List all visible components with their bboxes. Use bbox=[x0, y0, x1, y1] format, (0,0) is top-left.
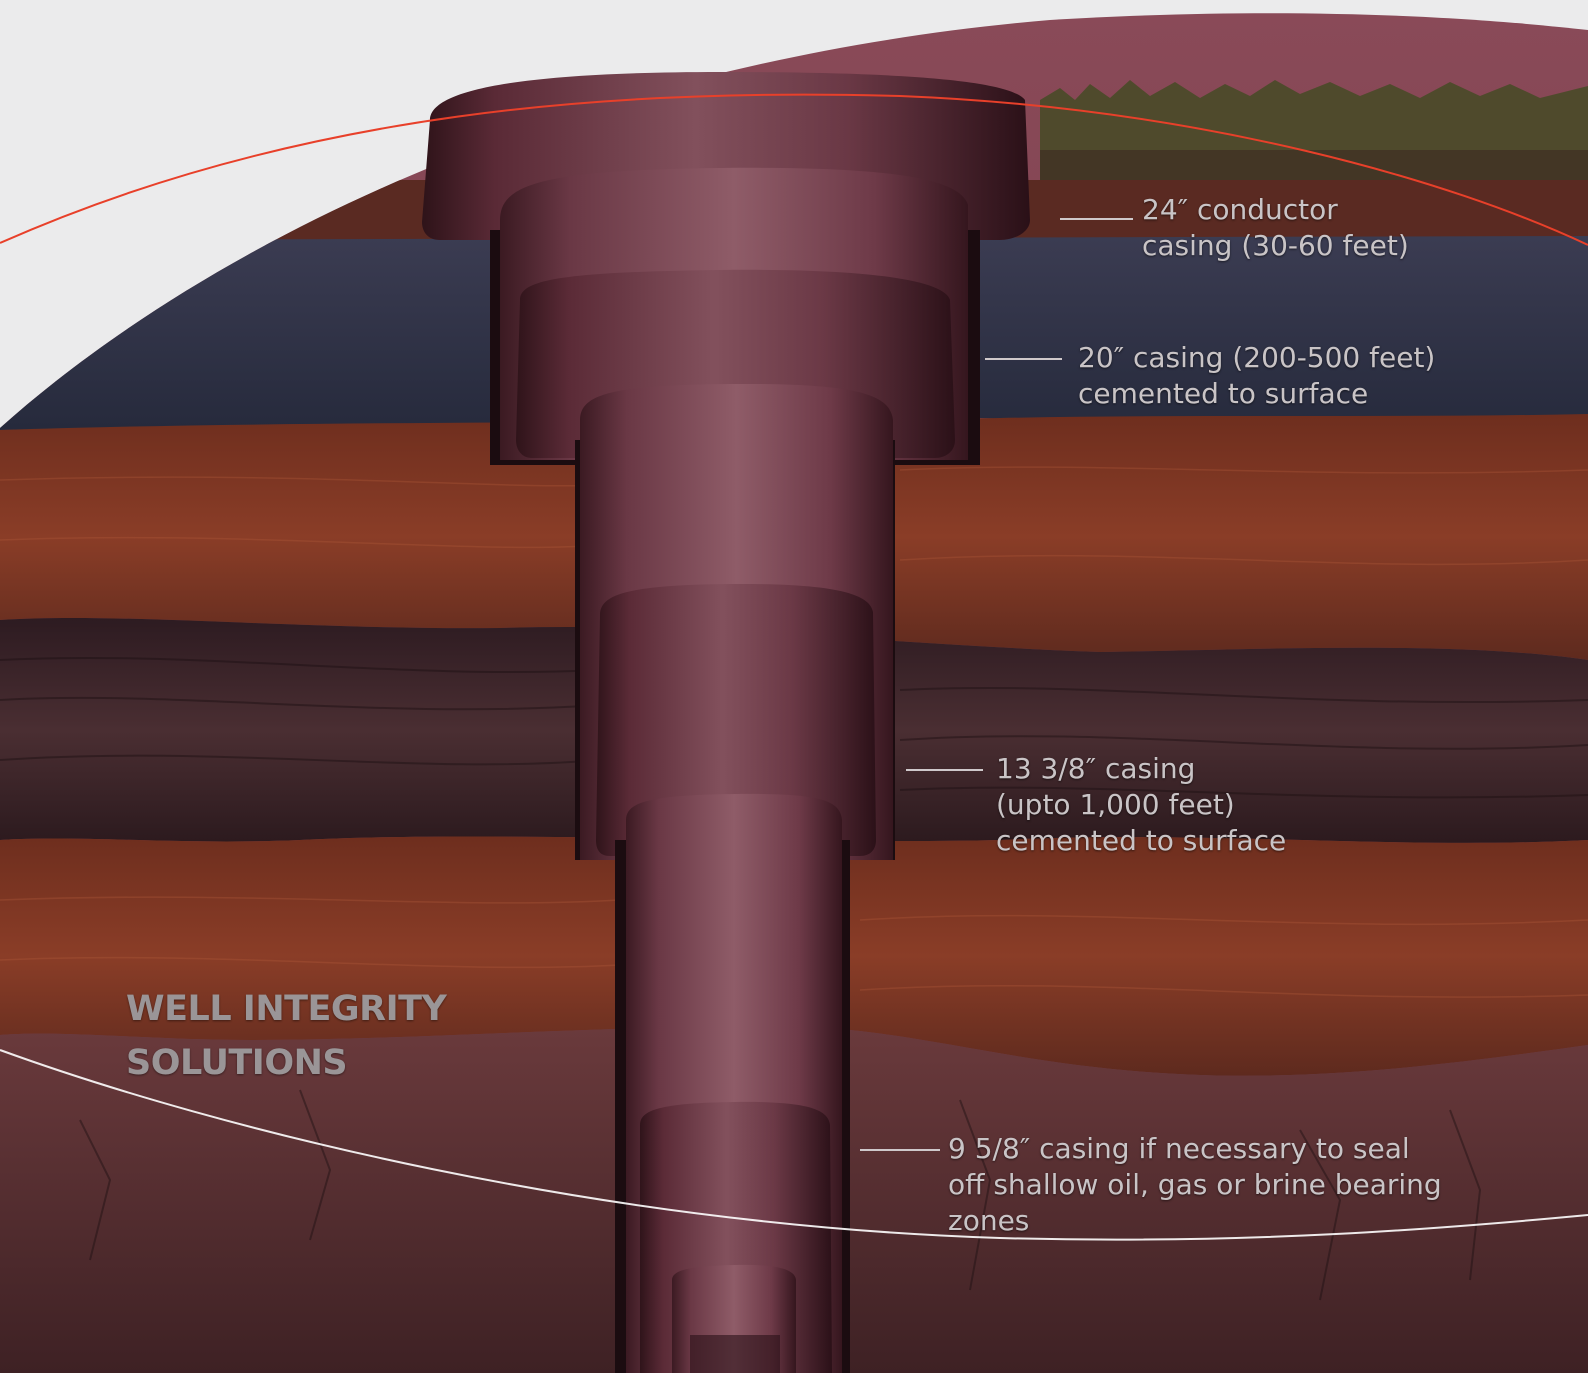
callout-casing-20: 20″ casing (200-500 feet) cemented to su… bbox=[1078, 340, 1435, 412]
accent-arc-white bbox=[0, 1049, 1588, 1241]
callout-conductor: 24″ conductor casing (30-60 feet) bbox=[1142, 192, 1409, 264]
callout-conductor-line-2: casing (30-60 feet) bbox=[1142, 229, 1409, 262]
callout-casing-9: 9 5/8″ casing if necessary to seal off s… bbox=[948, 1131, 1442, 1239]
callout-casing-20-line-1: 20″ casing (200-500 feet) bbox=[1078, 341, 1436, 374]
callout-casing-20-line-2: cemented to surface bbox=[1078, 377, 1369, 410]
casing-assembly bbox=[422, 72, 1030, 1373]
brand-title: WELL INTEGRITY SOLUTIONS bbox=[126, 982, 447, 1090]
callout-casing-13: 13 3/8″ casing (upto 1,000 feet) cemente… bbox=[996, 751, 1286, 859]
callout-casing-13-line-3: cemented to surface bbox=[996, 824, 1287, 857]
accent-arc-red bbox=[0, 93, 1588, 246]
callout-casing-13-line-2: (upto 1,000 feet) bbox=[996, 788, 1235, 821]
callout-casing-9-line-1: 9 5/8″ casing if necessary to seal bbox=[948, 1132, 1410, 1165]
callout-casing-13-line-1: 13 3/8″ casing bbox=[996, 752, 1196, 785]
callout-casing-9-line-3: zones bbox=[948, 1204, 1030, 1237]
brand-line-1: WELL INTEGRITY bbox=[126, 989, 447, 1029]
callout-conductor-line-1: 24″ conductor bbox=[1142, 193, 1338, 226]
callout-casing-9-line-2: off shallow oil, gas or brine bearing bbox=[948, 1168, 1442, 1201]
callout-leaders bbox=[860, 218, 1133, 1151]
brand-line-2: SOLUTIONS bbox=[126, 1043, 348, 1083]
